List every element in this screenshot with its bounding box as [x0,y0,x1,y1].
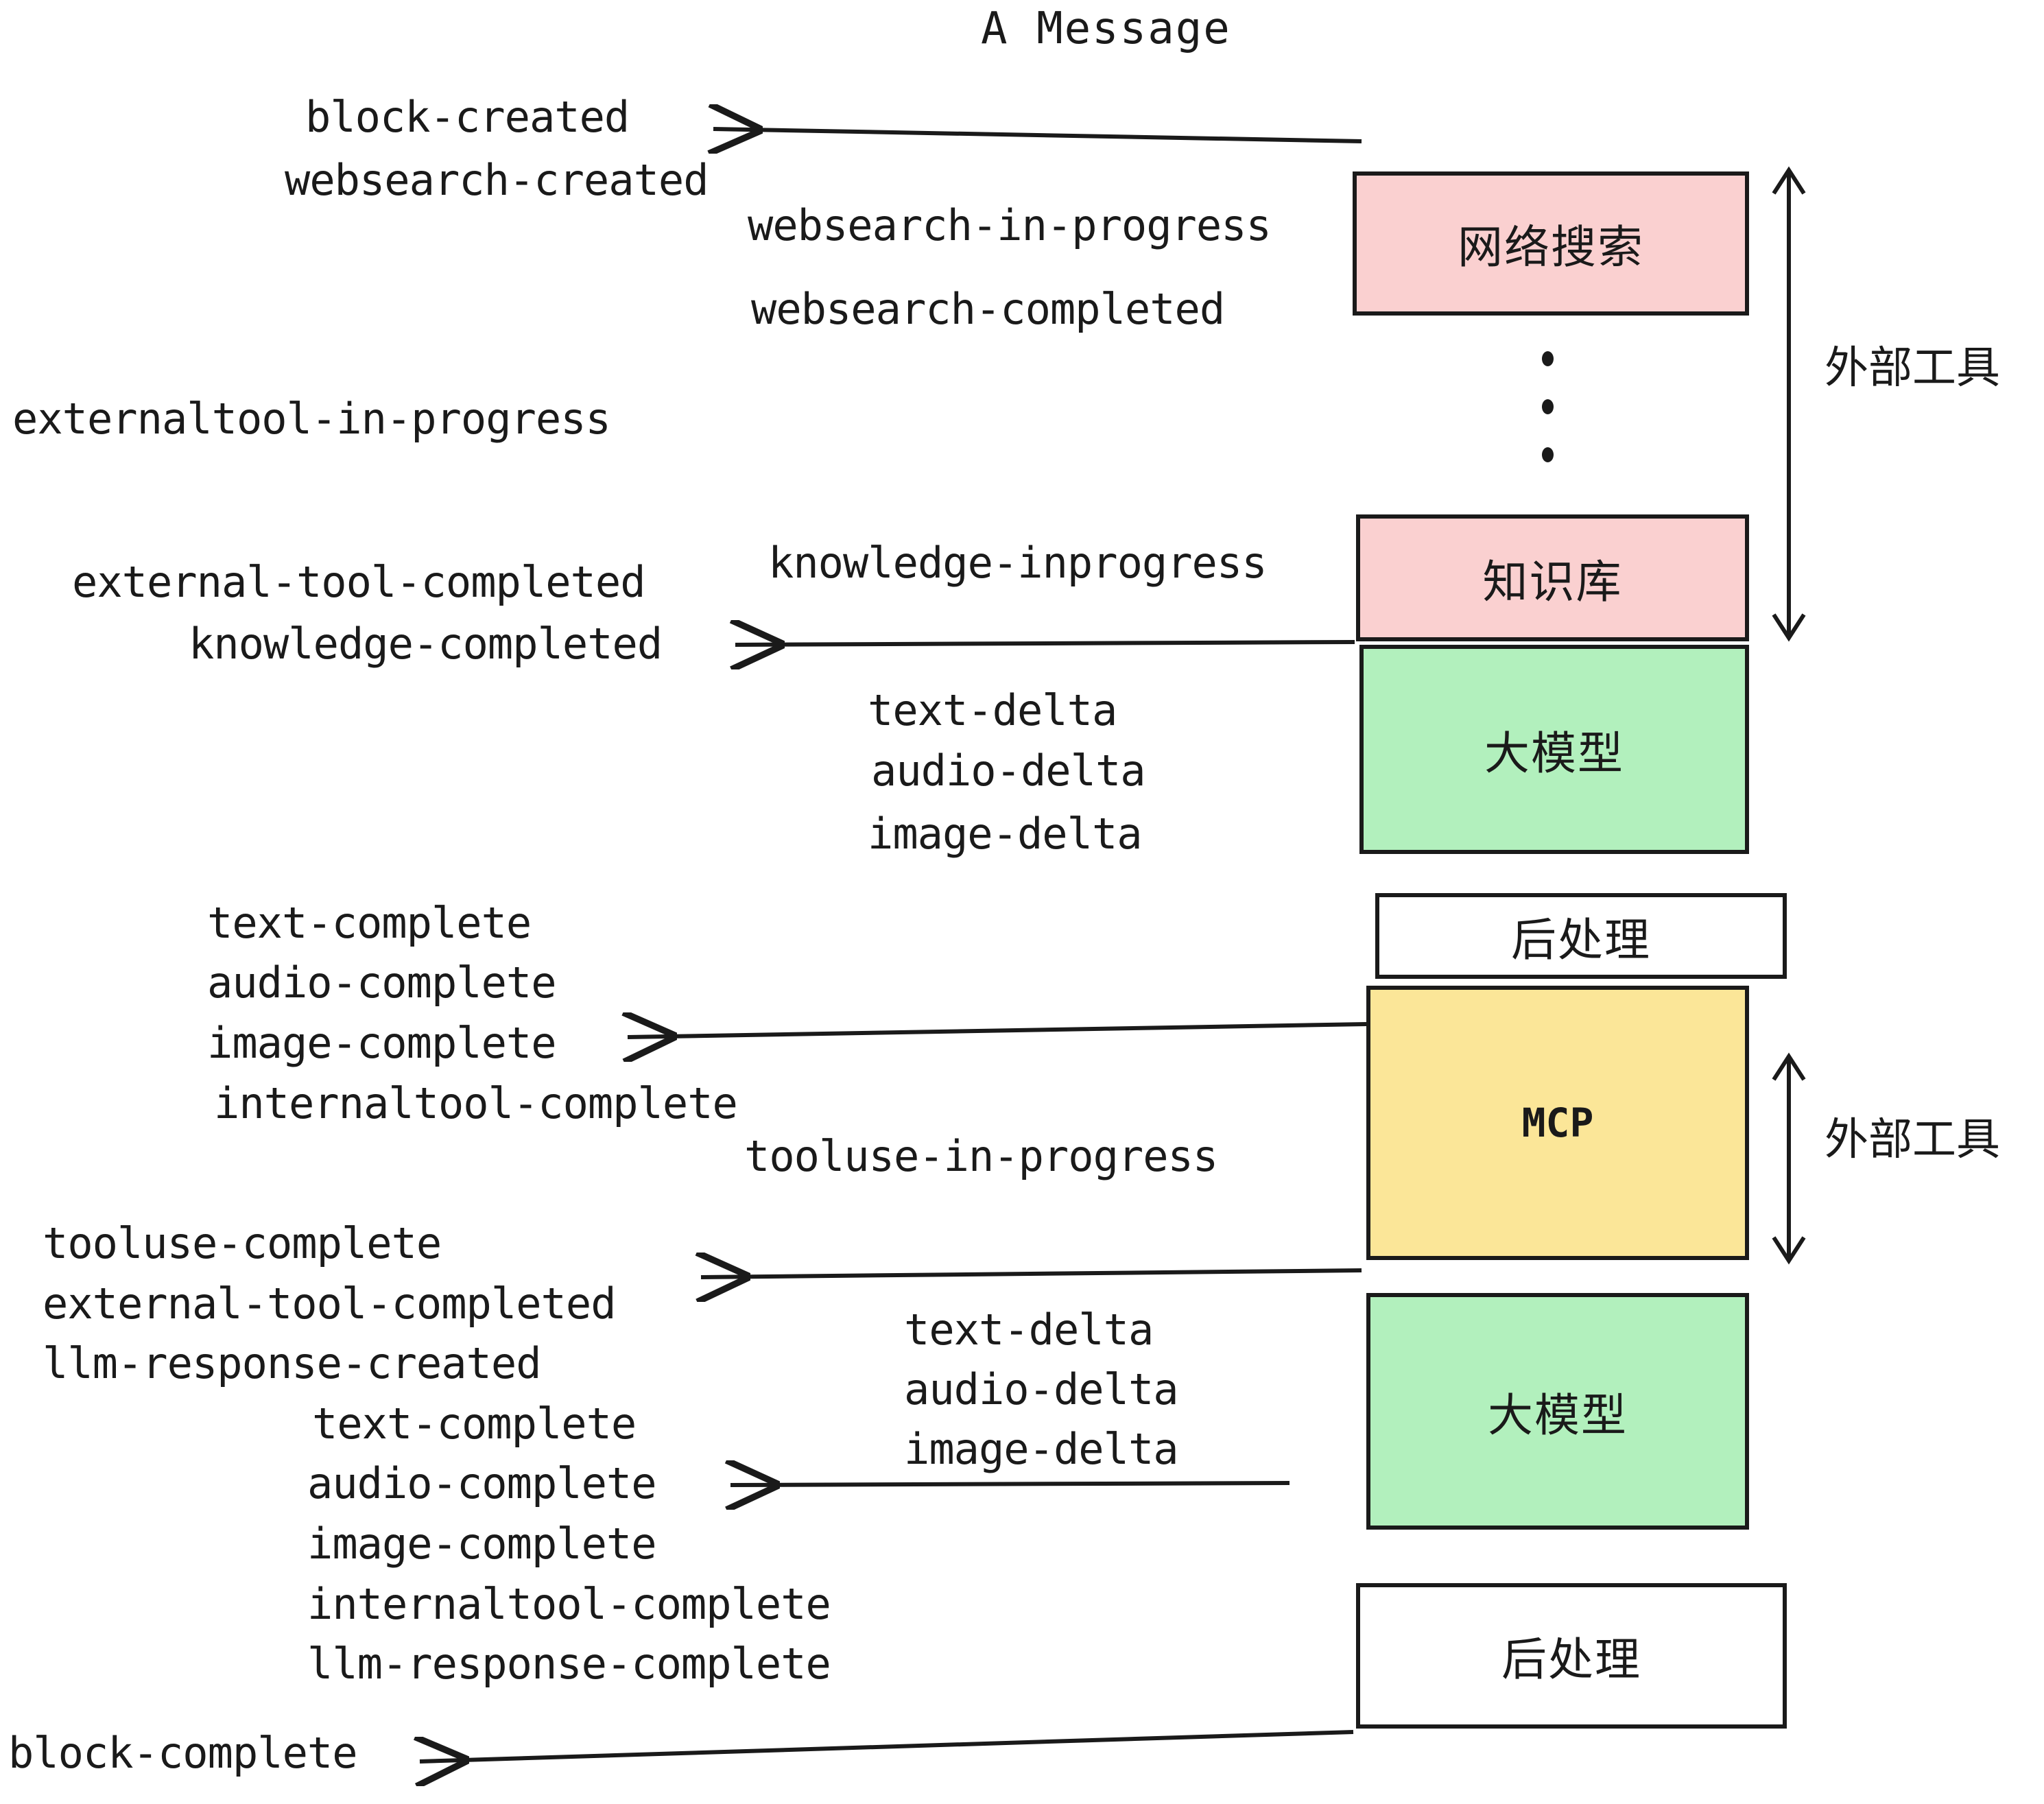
arrow-block-created [713,129,1362,141]
stage-box-llm-2[interactable]: 大模型 [1366,1293,1749,1530]
ellipsis-dot-3 [1542,447,1554,462]
event-label-llm-response-complete: llm-response-complete [307,1639,831,1689]
arrow-tooluse-complete [701,1270,1362,1277]
stage-box-postprocess-1[interactable]: 后处理 [1375,893,1787,979]
event-label-block-created: block-created [305,92,630,142]
event-label-image-delta-1: image-delta [868,809,1143,859]
external-tools-arrow-top-head [1772,166,1806,195]
arrow-audio-complete [730,1483,1290,1485]
external-tools-arrow-top-head [1772,613,1806,642]
group-label-external-tools-bottom: 外部工具 [1825,1115,2000,1165]
event-label-image-complete-1: image-complete [207,1018,557,1068]
stage-box-websearch[interactable]: 网络搜索 [1353,171,1749,316]
stage-box-postprocess-2[interactable]: 后处理 [1356,1583,1787,1729]
event-label-knowledge-completed: knowledge-completed [189,619,663,669]
event-label-websearch-in-progress: websearch-in-progress [748,200,1272,250]
stage-box-label-mcp: MCP [1521,1100,1594,1146]
stage-box-label-websearch: 网络搜索 [1458,221,1644,274]
event-label-external-tool-completed-1: external-tool-completed [72,557,646,607]
ellipsis-dot-1 [1542,351,1554,366]
page-title: A Message [981,3,1231,54]
stage-box-knowledge[interactable]: 知识库 [1356,514,1749,641]
event-label-websearch-created: websearch-created [285,155,709,205]
stage-box-mcp[interactable]: MCP [1366,986,1749,1260]
stage-box-label-postprocess-1: 后处理 [1511,913,1651,966]
event-label-audio-complete-1: audio-complete [207,958,557,1008]
event-label-audio-delta-2: audio-delta [904,1364,1179,1414]
event-label-text-complete-2: text-complete [312,1399,637,1449]
event-label-text-delta-2: text-delta [904,1305,1154,1355]
event-label-text-delta-1: text-delta [868,685,1117,735]
event-label-text-complete-1: text-complete [207,898,532,948]
event-label-websearch-completed: websearch-completed [751,284,1225,334]
arrow-block-complete [420,1730,1354,1761]
external-tools-arrow-bottom-head [1772,1052,1806,1081]
event-label-externaltool-in-progress: externaltool-in-progress [12,394,611,444]
stage-box-llm-1[interactable]: 大模型 [1359,645,1749,854]
external-tools-arrow-bottom-head [1772,1236,1806,1265]
event-label-external-tool-completed-2: external-tool-completed [43,1279,617,1329]
stage-box-label-llm-1: 大模型 [1484,726,1624,780]
event-label-llm-response-created: llm-response-created [43,1338,542,1388]
event-label-audio-delta-1: audio-delta [871,746,1146,796]
event-label-internaltool-complete-1: internaltool-complete [214,1078,738,1128]
event-label-internaltool-complete-2: internaltool-complete [307,1579,831,1629]
stage-box-label-postprocess-2: 后处理 [1501,1633,1641,1686]
event-label-image-complete-2: image-complete [307,1519,657,1569]
arrow-image-complete [628,1024,1367,1037]
event-label-block-complete: block-complete [8,1728,358,1778]
event-label-tooluse-in-progress: tooluse-in-progress [744,1131,1218,1181]
event-label-audio-complete-2: audio-complete [307,1458,657,1508]
stage-box-label-knowledge: 知识库 [1482,555,1623,608]
event-label-tooluse-complete: tooluse-complete [43,1218,442,1268]
stage-box-label-llm-2: 大模型 [1488,1388,1628,1442]
ellipsis-dot-2 [1542,399,1554,414]
event-label-knowledge-inprogress: knowledge-inprogress [768,538,1268,588]
arrow-knowledge-completed [735,642,1355,645]
event-label-image-delta-2: image-delta [904,1424,1179,1474]
group-label-external-tools-top: 外部工具 [1825,343,2000,394]
